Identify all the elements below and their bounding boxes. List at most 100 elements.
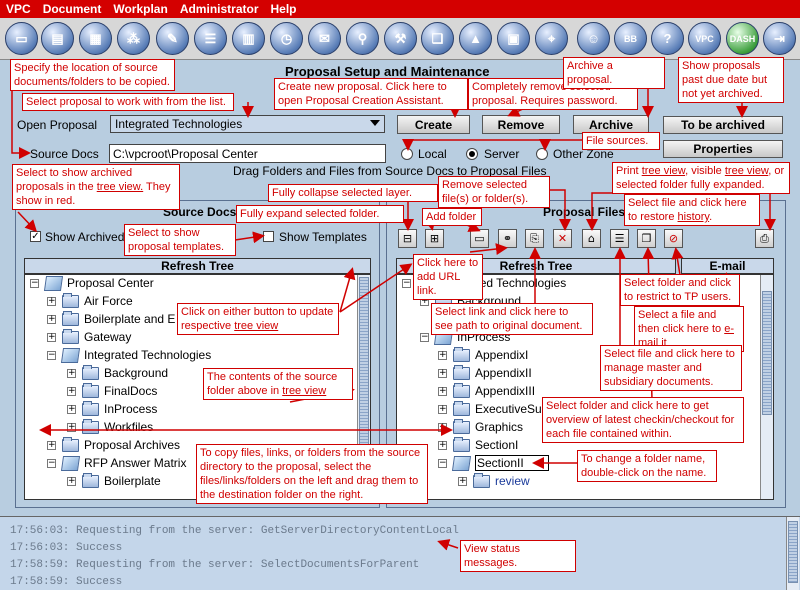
tree-item[interactable]: −Integrated Technologies [47, 347, 212, 363]
mail-icon[interactable]: ✉ [308, 22, 341, 55]
add-link-icon[interactable]: ⚭ [498, 229, 517, 248]
network-icon[interactable]: ⁂ [117, 22, 150, 55]
show-templates-checkbox[interactable] [263, 231, 274, 242]
local-radio-label: Local [418, 147, 447, 161]
callout-refresh: Click on either button to update respect… [177, 303, 339, 335]
tree-item[interactable]: +Background [67, 364, 169, 380]
open-proposal-value: Integrated Technologies [115, 117, 243, 131]
toolbar: ▭ ▤ ▦ ⁂ ✎ ☰ ▥ ◷ ✉ ⚲ ⚒ ❑ ▲ ▣ ⌖ ☺ BB ? VPC… [0, 18, 800, 60]
source-docs-input[interactable]: C:\vpcroot\Proposal Center [109, 144, 386, 163]
clock-icon[interactable]: ◷ [270, 22, 303, 55]
palette-icon[interactable]: ▦ [79, 22, 112, 55]
left-scrollbar[interactable] [357, 275, 370, 499]
create-button[interactable]: Create [397, 115, 470, 134]
callout-show-archived: Select to show archived proposals in the… [12, 164, 180, 210]
status-scrollbar[interactable] [786, 517, 799, 590]
folder-icon [473, 472, 490, 488]
menu-document[interactable]: Document [42, 2, 102, 16]
dropdown-arrow-icon [370, 120, 380, 126]
group-icon[interactable]: ☺ [577, 22, 610, 55]
callout-contents: The contents of the source folder above … [203, 368, 353, 400]
tree-item[interactable]: +InProcess [67, 400, 158, 416]
tree-item[interactable]: +AppendixI [438, 346, 529, 362]
source-docs-label: Source Docs [30, 147, 99, 161]
left-refresh-tree-button[interactable]: Refresh Tree [24, 258, 371, 274]
chart-icon[interactable]: ▲ [459, 22, 492, 55]
other-zone-radio[interactable] [536, 148, 548, 160]
monitor-icon[interactable]: ▭ [5, 22, 38, 55]
tree-item[interactable]: +ExecutiveSu [438, 400, 542, 416]
menu-administrator[interactable]: Administrator [179, 2, 259, 16]
tools-icon[interactable]: ⚒ [384, 22, 417, 55]
link-path-icon[interactable]: ⎘ [525, 229, 544, 248]
tree-item[interactable]: +Boilerplate [67, 472, 161, 488]
search-icon[interactable]: ⚲ [346, 22, 379, 55]
proposal-files-title: Proposal Files [543, 205, 626, 219]
notes-icon[interactable]: ✎ [156, 22, 189, 55]
tree-item[interactable]: +Boilerplate and E [47, 310, 176, 326]
checklist-icon[interactable]: ☰ [194, 22, 227, 55]
status-line: 17:58:59: Success [10, 576, 123, 588]
dash-icon[interactable]: DASH [726, 22, 759, 55]
open-proposal-label: Open Proposal [17, 118, 98, 132]
print-tree-icon[interactable]: ⎙ [755, 229, 774, 248]
callout-drag-copy: To copy files, links, or folders from th… [196, 444, 428, 504]
callout-add-folder: Add folder [422, 208, 482, 226]
local-radio[interactable] [401, 148, 413, 160]
callout-add-url: Click here to add URL link. [413, 254, 483, 300]
grid-icon[interactable]: BB [614, 22, 647, 55]
documents-icon[interactable]: ▤ [41, 22, 74, 55]
remove-icon[interactable]: ✕ [553, 229, 572, 248]
tree-item[interactable]: −RFP Answer Matrix [47, 455, 187, 471]
menu-bar: VPC Document Workplan Administrator Help [0, 0, 800, 18]
tree-item[interactable]: +SectionI [438, 436, 519, 452]
server-radio[interactable] [466, 148, 478, 160]
help-icon[interactable]: ? [651, 22, 684, 55]
right-scroll-thumb[interactable] [762, 291, 772, 415]
checkin-overview-icon[interactable]: ☰ [610, 229, 629, 248]
collapse-icon[interactable]: ⊟ [398, 229, 417, 248]
menu-workplan[interactable]: Workplan [113, 2, 168, 16]
broadcast-icon[interactable]: ⌖ [535, 22, 568, 55]
master-docs-icon[interactable]: ❐ [637, 229, 656, 248]
tree-item[interactable]: +FinalDocs [67, 382, 158, 398]
tree-item-selected[interactable]: −SectionII [438, 454, 549, 472]
tree-item[interactable]: +AppendixIII [438, 382, 536, 398]
open-proposal-select[interactable]: Integrated Technologies [110, 115, 385, 133]
status-scroll-thumb[interactable] [788, 521, 798, 583]
tree-item[interactable]: +Graphics [438, 418, 524, 434]
tree-item[interactable]: +Workfiles [67, 418, 154, 434]
tree-item[interactable]: +review [458, 472, 530, 488]
tree-item[interactable]: +Air Force [47, 292, 133, 308]
vpc-icon[interactable]: VPC [688, 22, 721, 55]
exit-icon[interactable]: ⇥ [763, 22, 796, 55]
menu-vpc[interactable]: VPC [6, 2, 31, 16]
add-folder-icon[interactable]: ▭ [470, 229, 489, 248]
to-be-archived-button[interactable]: To be archived [663, 116, 783, 134]
email-button[interactable]: E-mail [681, 258, 774, 274]
folder-icon [453, 346, 470, 362]
folder-icon [453, 382, 470, 398]
expand-icon[interactable]: ⊞ [425, 229, 444, 248]
tree-item[interactable]: +AppendixII [438, 364, 532, 380]
callout-archive: Archive a proposal. [563, 57, 665, 89]
tree-item[interactable]: +Gateway [47, 328, 132, 344]
callout-remove-files: Remove selected file(s) or folder(s). [438, 176, 550, 208]
printer-icon[interactable]: ▣ [497, 22, 530, 55]
right-scrollbar[interactable] [760, 275, 773, 499]
remove-button[interactable]: Remove [482, 115, 560, 134]
show-archived-checkbox[interactable]: ✓ [30, 231, 41, 242]
tree-item[interactable]: +Proposal Archives [47, 436, 181, 452]
properties-button[interactable]: Properties [663, 140, 783, 158]
restrict-icon[interactable]: ⊘ [664, 229, 683, 248]
book-icon[interactable]: ❑ [421, 22, 454, 55]
calendar-icon[interactable]: ▥ [232, 22, 265, 55]
folder-icon [453, 418, 470, 434]
tree-item[interactable]: −Proposal Center [30, 275, 154, 291]
rename-field[interactable]: SectionII [475, 455, 549, 471]
menu-help[interactable]: Help [270, 2, 297, 16]
folder-icon [82, 418, 99, 434]
history-icon[interactable]: ⌂ [582, 229, 601, 248]
callout-select-proposal: Select proposal to work with from the li… [22, 93, 234, 111]
left-scroll-thumb[interactable] [359, 277, 369, 445]
